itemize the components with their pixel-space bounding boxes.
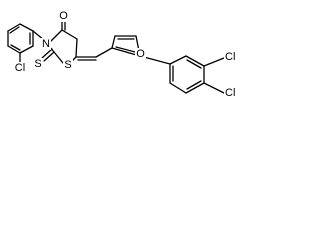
svg-text:Cl: Cl — [225, 87, 235, 99]
svg-text:O: O — [59, 10, 68, 22]
svg-text:O: O — [136, 48, 145, 60]
ring-sulfur-atom: S — [63, 59, 73, 71]
svg-text:Cl: Cl — [225, 51, 235, 63]
chlorine-atom-phenyl: Cl — [12, 62, 28, 74]
rhodanine-ring-bonds — [41, 21, 78, 64]
thione-sulfur-atom: S — [33, 58, 43, 70]
atom-label-layer: Cl N O S S O Cl Cl — [12, 10, 240, 99]
carbonyl-oxygen-atom: O — [58, 10, 69, 22]
svg-text:S: S — [64, 59, 71, 71]
chlorophenyl-ring-bonds — [7, 23, 34, 64]
chemical-structure-diagram: Cl N O S S O Cl Cl — [7, 10, 240, 99]
svg-text:S: S — [34, 58, 41, 70]
nitrogen-atom: N — [41, 38, 51, 50]
chlorine-atom-aryl-top: Cl — [224, 51, 240, 63]
svg-text:Cl: Cl — [15, 62, 25, 74]
furan-oxygen-atom: O — [135, 48, 146, 60]
chlorine-atom-aryl-bottom: Cl — [224, 87, 240, 99]
svg-text:N: N — [42, 38, 50, 50]
dichlorophenyl-ring-bonds — [169, 55, 225, 94]
methylidene-bonds — [75, 47, 113, 61]
bond-layer — [7, 21, 225, 94]
